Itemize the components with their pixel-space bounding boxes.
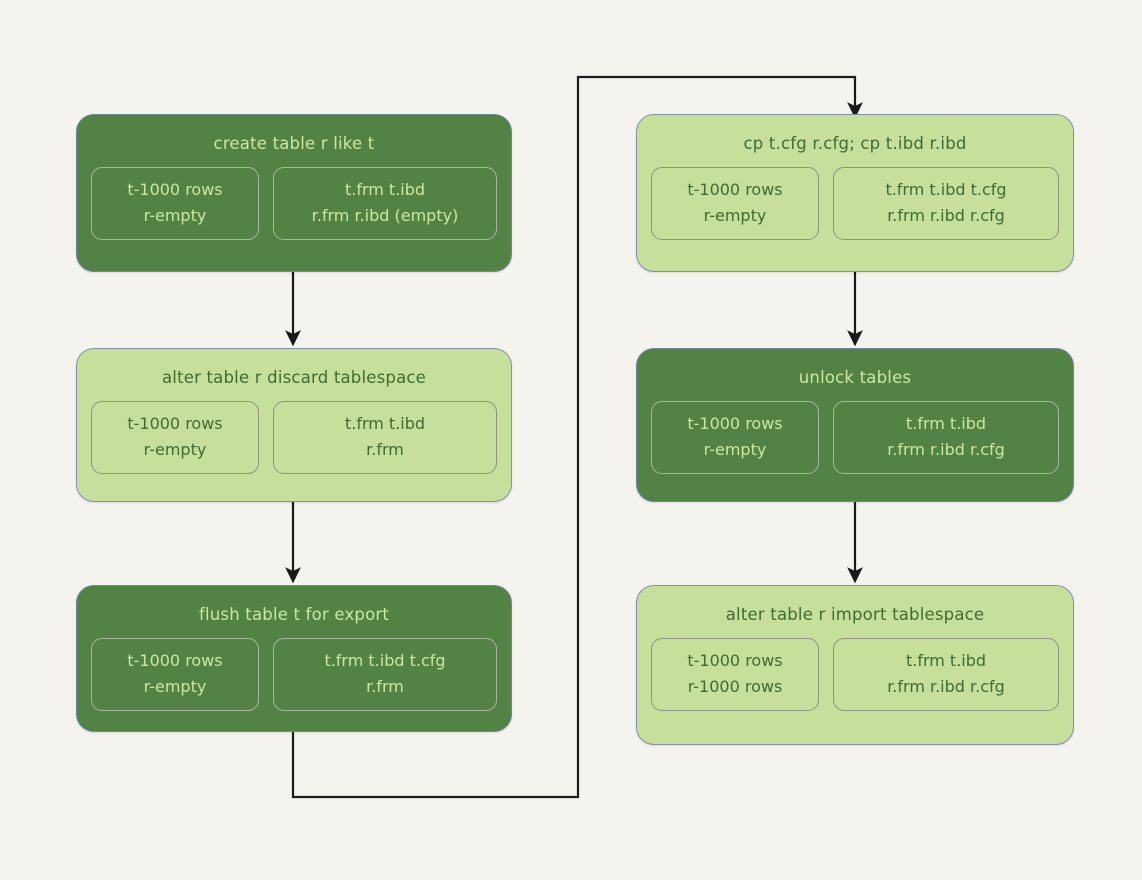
node-title: alter table r discard tablespace — [161, 368, 427, 387]
slot-file-list: t.frm t.ibd t.cfg r.frm r.ibd r.cfg — [833, 167, 1059, 240]
node-slots: t-1000 rows r-empty t.frm t.ibd r.frm r.… — [651, 401, 1059, 474]
slot-row-counts: t-1000 rows r-1000 rows — [651, 638, 819, 711]
file-list-line: r.frm — [366, 440, 404, 460]
file-list-line: t.frm t.ibd t.cfg — [324, 651, 446, 670]
row-count-line: r-empty — [143, 440, 207, 460]
node-discard-tablespace[interactable]: alter table r discard tablespace t-1000 … — [76, 348, 512, 502]
node-slots: t-1000 rows r-1000 rows t.frm t.ibd r.fr… — [651, 638, 1059, 711]
slot-file-list: t.frm t.ibd r.frm r.ibd r.cfg — [833, 638, 1059, 711]
slot-file-list: t.frm t.ibd r.frm — [273, 401, 497, 474]
file-list-line: r.frm r.ibd r.cfg — [887, 677, 1005, 697]
file-list-line: t.frm t.ibd — [344, 414, 426, 433]
row-count-line: t-1000 rows — [127, 414, 223, 433]
file-list-line: t.frm t.ibd — [905, 414, 987, 433]
slot-row-counts: t-1000 rows r-empty — [91, 167, 259, 240]
row-count-line: t-1000 rows — [127, 180, 223, 199]
node-slots: t-1000 rows r-empty t.frm t.ibd t.cfg r.… — [651, 167, 1059, 240]
file-list-line: t.frm t.ibd — [905, 651, 987, 670]
slot-file-list: t.frm t.ibd r.frm r.ibd (empty) — [273, 167, 497, 240]
slot-row-counts: t-1000 rows r-empty — [651, 167, 819, 240]
slot-row-counts: t-1000 rows r-empty — [651, 401, 819, 474]
node-slots: t-1000 rows r-empty t.frm t.ibd r.frm r.… — [91, 167, 497, 240]
slot-file-list: t.frm t.ibd t.cfg r.frm — [273, 638, 497, 711]
row-count-line: r-empty — [703, 440, 767, 460]
node-title: unlock tables — [798, 368, 912, 387]
row-count-line: t-1000 rows — [687, 414, 783, 433]
node-flush-for-export[interactable]: flush table t for export t-1000 rows r-e… — [76, 585, 512, 732]
node-slots: t-1000 rows r-empty t.frm t.ibd t.cfg r.… — [91, 638, 497, 711]
file-list-line: r.frm r.ibd r.cfg — [887, 206, 1005, 226]
node-slots: t-1000 rows r-empty t.frm t.ibd r.frm — [91, 401, 497, 474]
node-create-table[interactable]: create table r like t t-1000 rows r-empt… — [76, 114, 512, 272]
node-title: cp t.cfg r.cfg; cp t.ibd r.ibd — [743, 134, 967, 153]
row-count-line: t-1000 rows — [687, 180, 783, 199]
node-unlock-tables[interactable]: unlock tables t-1000 rows r-empty t.frm … — [636, 348, 1074, 502]
node-title: flush table t for export — [198, 605, 390, 624]
node-import-tablespace[interactable]: alter table r import tablespace t-1000 r… — [636, 585, 1074, 745]
node-cp-files[interactable]: cp t.cfg r.cfg; cp t.ibd r.ibd t-1000 ro… — [636, 114, 1074, 272]
row-count-line: r-empty — [143, 206, 207, 226]
file-list-line: r.frm — [366, 677, 404, 697]
file-list-line: r.frm r.ibd (empty) — [311, 206, 459, 226]
slot-row-counts: t-1000 rows r-empty — [91, 401, 259, 474]
row-count-line: t-1000 rows — [687, 651, 783, 670]
slot-file-list: t.frm t.ibd r.frm r.ibd r.cfg — [833, 401, 1059, 474]
row-count-line: t-1000 rows — [127, 651, 223, 670]
node-title: create table r like t — [213, 134, 375, 153]
row-count-line: r-empty — [703, 206, 767, 226]
file-list-line: r.frm r.ibd r.cfg — [887, 440, 1005, 460]
file-list-line: t.frm t.ibd — [344, 180, 426, 199]
node-title: alter table r import tablespace — [725, 605, 985, 624]
row-count-line: r-empty — [143, 677, 207, 697]
slot-row-counts: t-1000 rows r-empty — [91, 638, 259, 711]
row-count-line: r-1000 rows — [687, 677, 783, 697]
file-list-line: t.frm t.ibd t.cfg — [885, 180, 1007, 199]
